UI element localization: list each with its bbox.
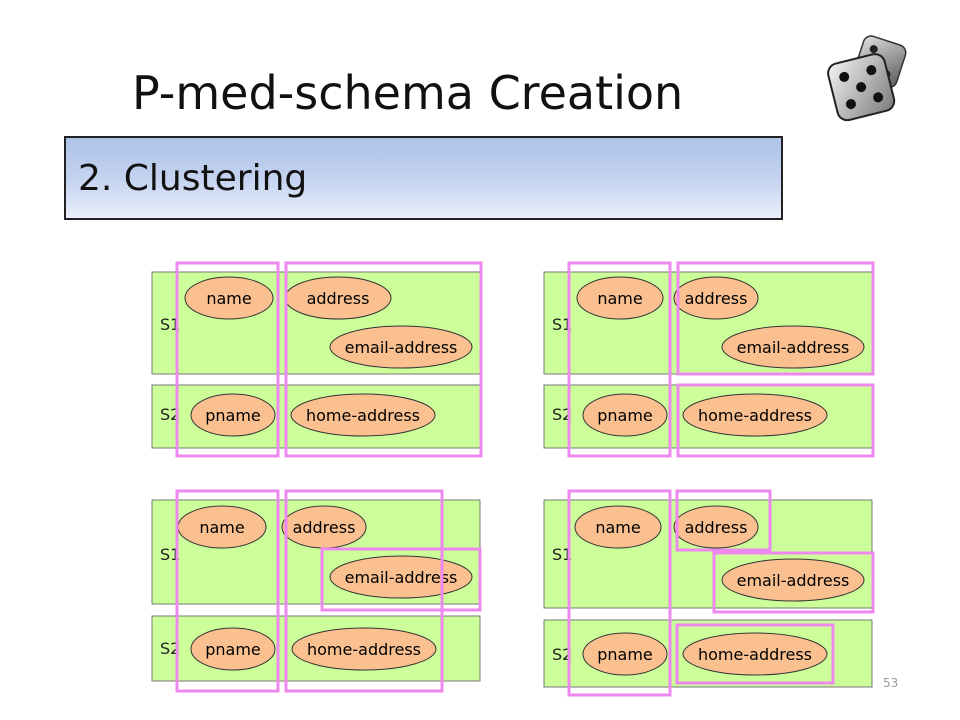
attribute-home-address-label: home-address	[307, 640, 421, 659]
panel-4: S1 S2 name address email-address pname h…	[543, 489, 875, 697]
cluster-outline	[284, 489, 444, 693]
cluster-outline	[175, 261, 280, 458]
attribute-name-label: name	[597, 289, 642, 308]
cluster-outline	[675, 489, 772, 552]
attribute-home-address	[682, 632, 828, 676]
schema-s1-label: S1	[160, 545, 180, 564]
schema-s2-label: S2	[552, 405, 572, 424]
attribute-address-label: address	[293, 518, 356, 537]
dice-icon	[827, 35, 907, 122]
subtitle-text: 2. Clustering	[78, 158, 308, 199]
attribute-address-label: address	[307, 289, 370, 308]
attribute-name	[576, 276, 664, 320]
slide-title: P-med-schema Creation	[132, 66, 684, 120]
attribute-pname-label: pname	[205, 640, 261, 659]
attribute-pname-label: pname	[597, 645, 653, 664]
attribute-address-label: address	[685, 289, 748, 308]
attribute-home-address-label: home-address	[306, 406, 420, 425]
cluster-outline	[567, 261, 672, 458]
attribute-email-address	[329, 325, 473, 369]
cluster-outline	[175, 489, 280, 693]
attribute-name-label: name	[199, 518, 244, 537]
attribute-address-label: address	[685, 518, 748, 537]
attribute-name	[184, 276, 274, 320]
schema-s1-label: S1	[160, 315, 180, 334]
attribute-home-address-label: home-address	[698, 406, 812, 425]
attribute-address	[673, 276, 759, 320]
schema-s1-label: S1	[552, 315, 572, 334]
cluster-outline	[284, 261, 483, 458]
attribute-email-address	[329, 555, 473, 599]
attribute-pname-label: pname	[597, 406, 653, 425]
attribute-pname-label: pname	[205, 406, 261, 425]
panel-3: S1 S2 name address email-address pname h…	[151, 489, 482, 693]
schema-s1-label: S1	[552, 545, 572, 564]
cluster-outline	[320, 547, 482, 612]
attribute-email-address-label: email-address	[345, 568, 458, 587]
attribute-address	[673, 505, 759, 549]
schema-s2-label: S2	[552, 645, 572, 664]
attribute-email-address-label: email-address	[345, 338, 458, 357]
attribute-name	[574, 505, 662, 549]
attribute-home-address	[291, 627, 437, 671]
cluster-outline	[676, 261, 875, 376]
attribute-home-address	[682, 393, 828, 437]
attribute-pname	[190, 393, 276, 437]
page-number: 53	[883, 676, 899, 690]
attribute-home-address	[290, 393, 436, 437]
attribute-email-address	[721, 558, 865, 602]
cluster-outline	[676, 383, 875, 458]
panel-2: S1 S2 name address email-address pname h…	[543, 261, 875, 458]
panel-1: S1 S2 name address email-address pname h…	[151, 261, 483, 458]
attribute-email-address	[721, 325, 865, 369]
cluster-outline	[712, 551, 875, 614]
attribute-pname	[582, 393, 668, 437]
attribute-pname	[190, 627, 276, 671]
attribute-email-address-label: email-address	[737, 571, 850, 590]
attribute-email-address-label: email-address	[737, 338, 850, 357]
attribute-name-label: name	[206, 289, 251, 308]
cluster-outline	[567, 489, 672, 697]
schema-s2-label: S2	[160, 639, 180, 658]
attribute-name-label: name	[595, 518, 640, 537]
attribute-pname	[582, 632, 668, 676]
attribute-home-address-label: home-address	[698, 645, 812, 664]
subtitle-banner: 2. Clustering	[64, 136, 783, 220]
cluster-outline	[675, 623, 835, 685]
schema-s2-label: S2	[160, 405, 180, 424]
